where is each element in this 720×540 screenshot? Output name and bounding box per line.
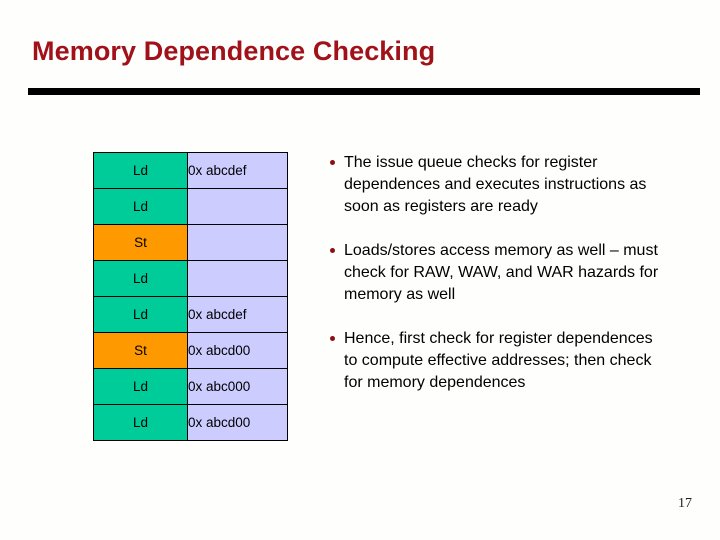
table-row: Ld xyxy=(93,260,288,297)
list-item: The issue queue checks for register depe… xyxy=(328,152,668,218)
instruction-address-cell: 0x abc000 xyxy=(187,368,288,405)
instruction-op-cell: Ld xyxy=(93,188,188,225)
instruction-address-cell xyxy=(187,188,288,225)
title-divider xyxy=(28,88,700,95)
list-item: Hence, first check for register dependen… xyxy=(328,328,668,394)
instruction-op-cell: Ld xyxy=(93,404,188,441)
instruction-address-cell xyxy=(187,260,288,297)
list-item: Loads/stores access memory as well – mus… xyxy=(328,240,668,306)
list-item-text: Hence, first check for register dependen… xyxy=(344,330,653,391)
table-row: St xyxy=(93,224,288,261)
list-item-text: Loads/stores access memory as well – mus… xyxy=(344,242,659,303)
instruction-op-cell: Ld xyxy=(93,296,188,333)
instruction-op-cell: Ld xyxy=(93,260,188,297)
instruction-op-cell: Ld xyxy=(93,368,188,405)
bullet-dot-icon xyxy=(330,336,335,341)
table-row: Ld xyxy=(93,188,288,225)
instruction-address-cell: 0x abcdef xyxy=(187,152,288,189)
list-item-text: The issue queue checks for register depe… xyxy=(344,154,647,215)
instruction-address-cell: 0x abcdef xyxy=(187,296,288,333)
instruction-op-cell: Ld xyxy=(93,152,188,189)
bullet-list: The issue queue checks for register depe… xyxy=(328,152,668,394)
instruction-address-cell: 0x abcd00 xyxy=(187,404,288,441)
instruction-op-cell: St xyxy=(93,224,188,261)
bullet-dot-icon xyxy=(330,160,335,165)
bullet-dot-icon xyxy=(330,248,335,253)
page-title: Memory Dependence Checking xyxy=(32,36,436,66)
instruction-address-cell: 0x abcd00 xyxy=(187,332,288,369)
instruction-op-cell: St xyxy=(93,332,188,369)
instruction-address-cell xyxy=(187,224,288,261)
slide-number: 17 xyxy=(678,496,692,511)
